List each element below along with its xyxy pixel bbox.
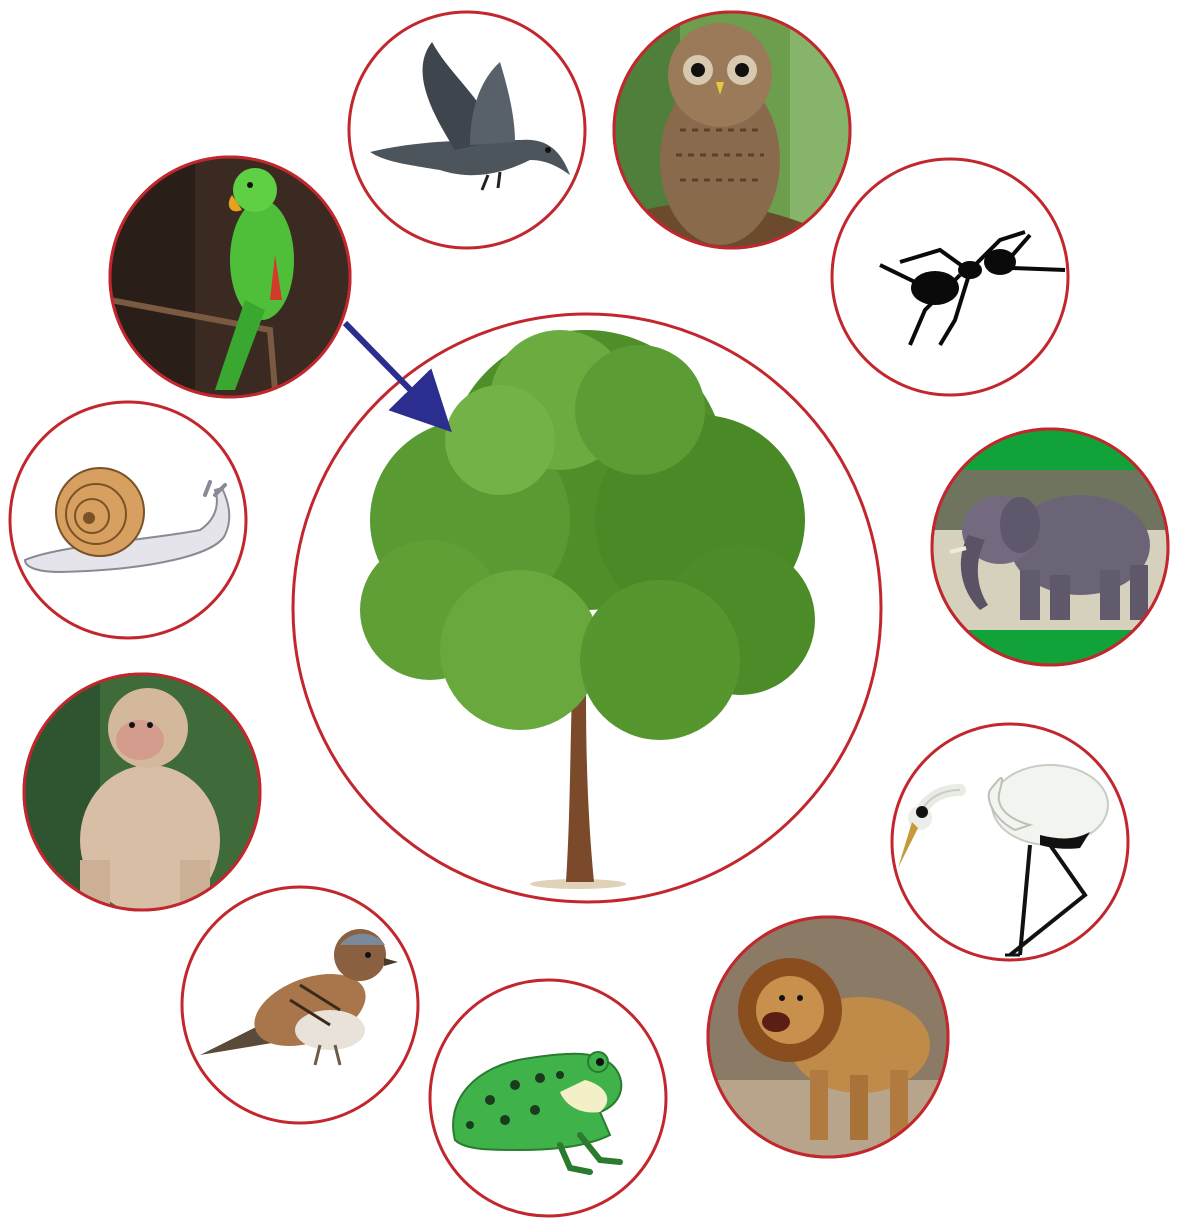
snail-circle bbox=[10, 402, 246, 638]
lion-circle bbox=[705, 915, 955, 1160]
owl-circle bbox=[610, 10, 860, 255]
sparrow-circle bbox=[182, 887, 418, 1123]
parrot-icon bbox=[105, 155, 355, 400]
crane-circle bbox=[892, 724, 1128, 960]
monkey-circle bbox=[20, 670, 270, 920]
parrot-circle bbox=[105, 155, 355, 400]
ant-circle bbox=[832, 159, 1068, 395]
tree-circle bbox=[293, 314, 881, 902]
crow-circle bbox=[349, 12, 585, 248]
frog-circle bbox=[430, 980, 666, 1216]
elephant-icon bbox=[930, 425, 1170, 670]
elephant-circle bbox=[930, 425, 1170, 670]
monkey-icon bbox=[20, 670, 270, 920]
